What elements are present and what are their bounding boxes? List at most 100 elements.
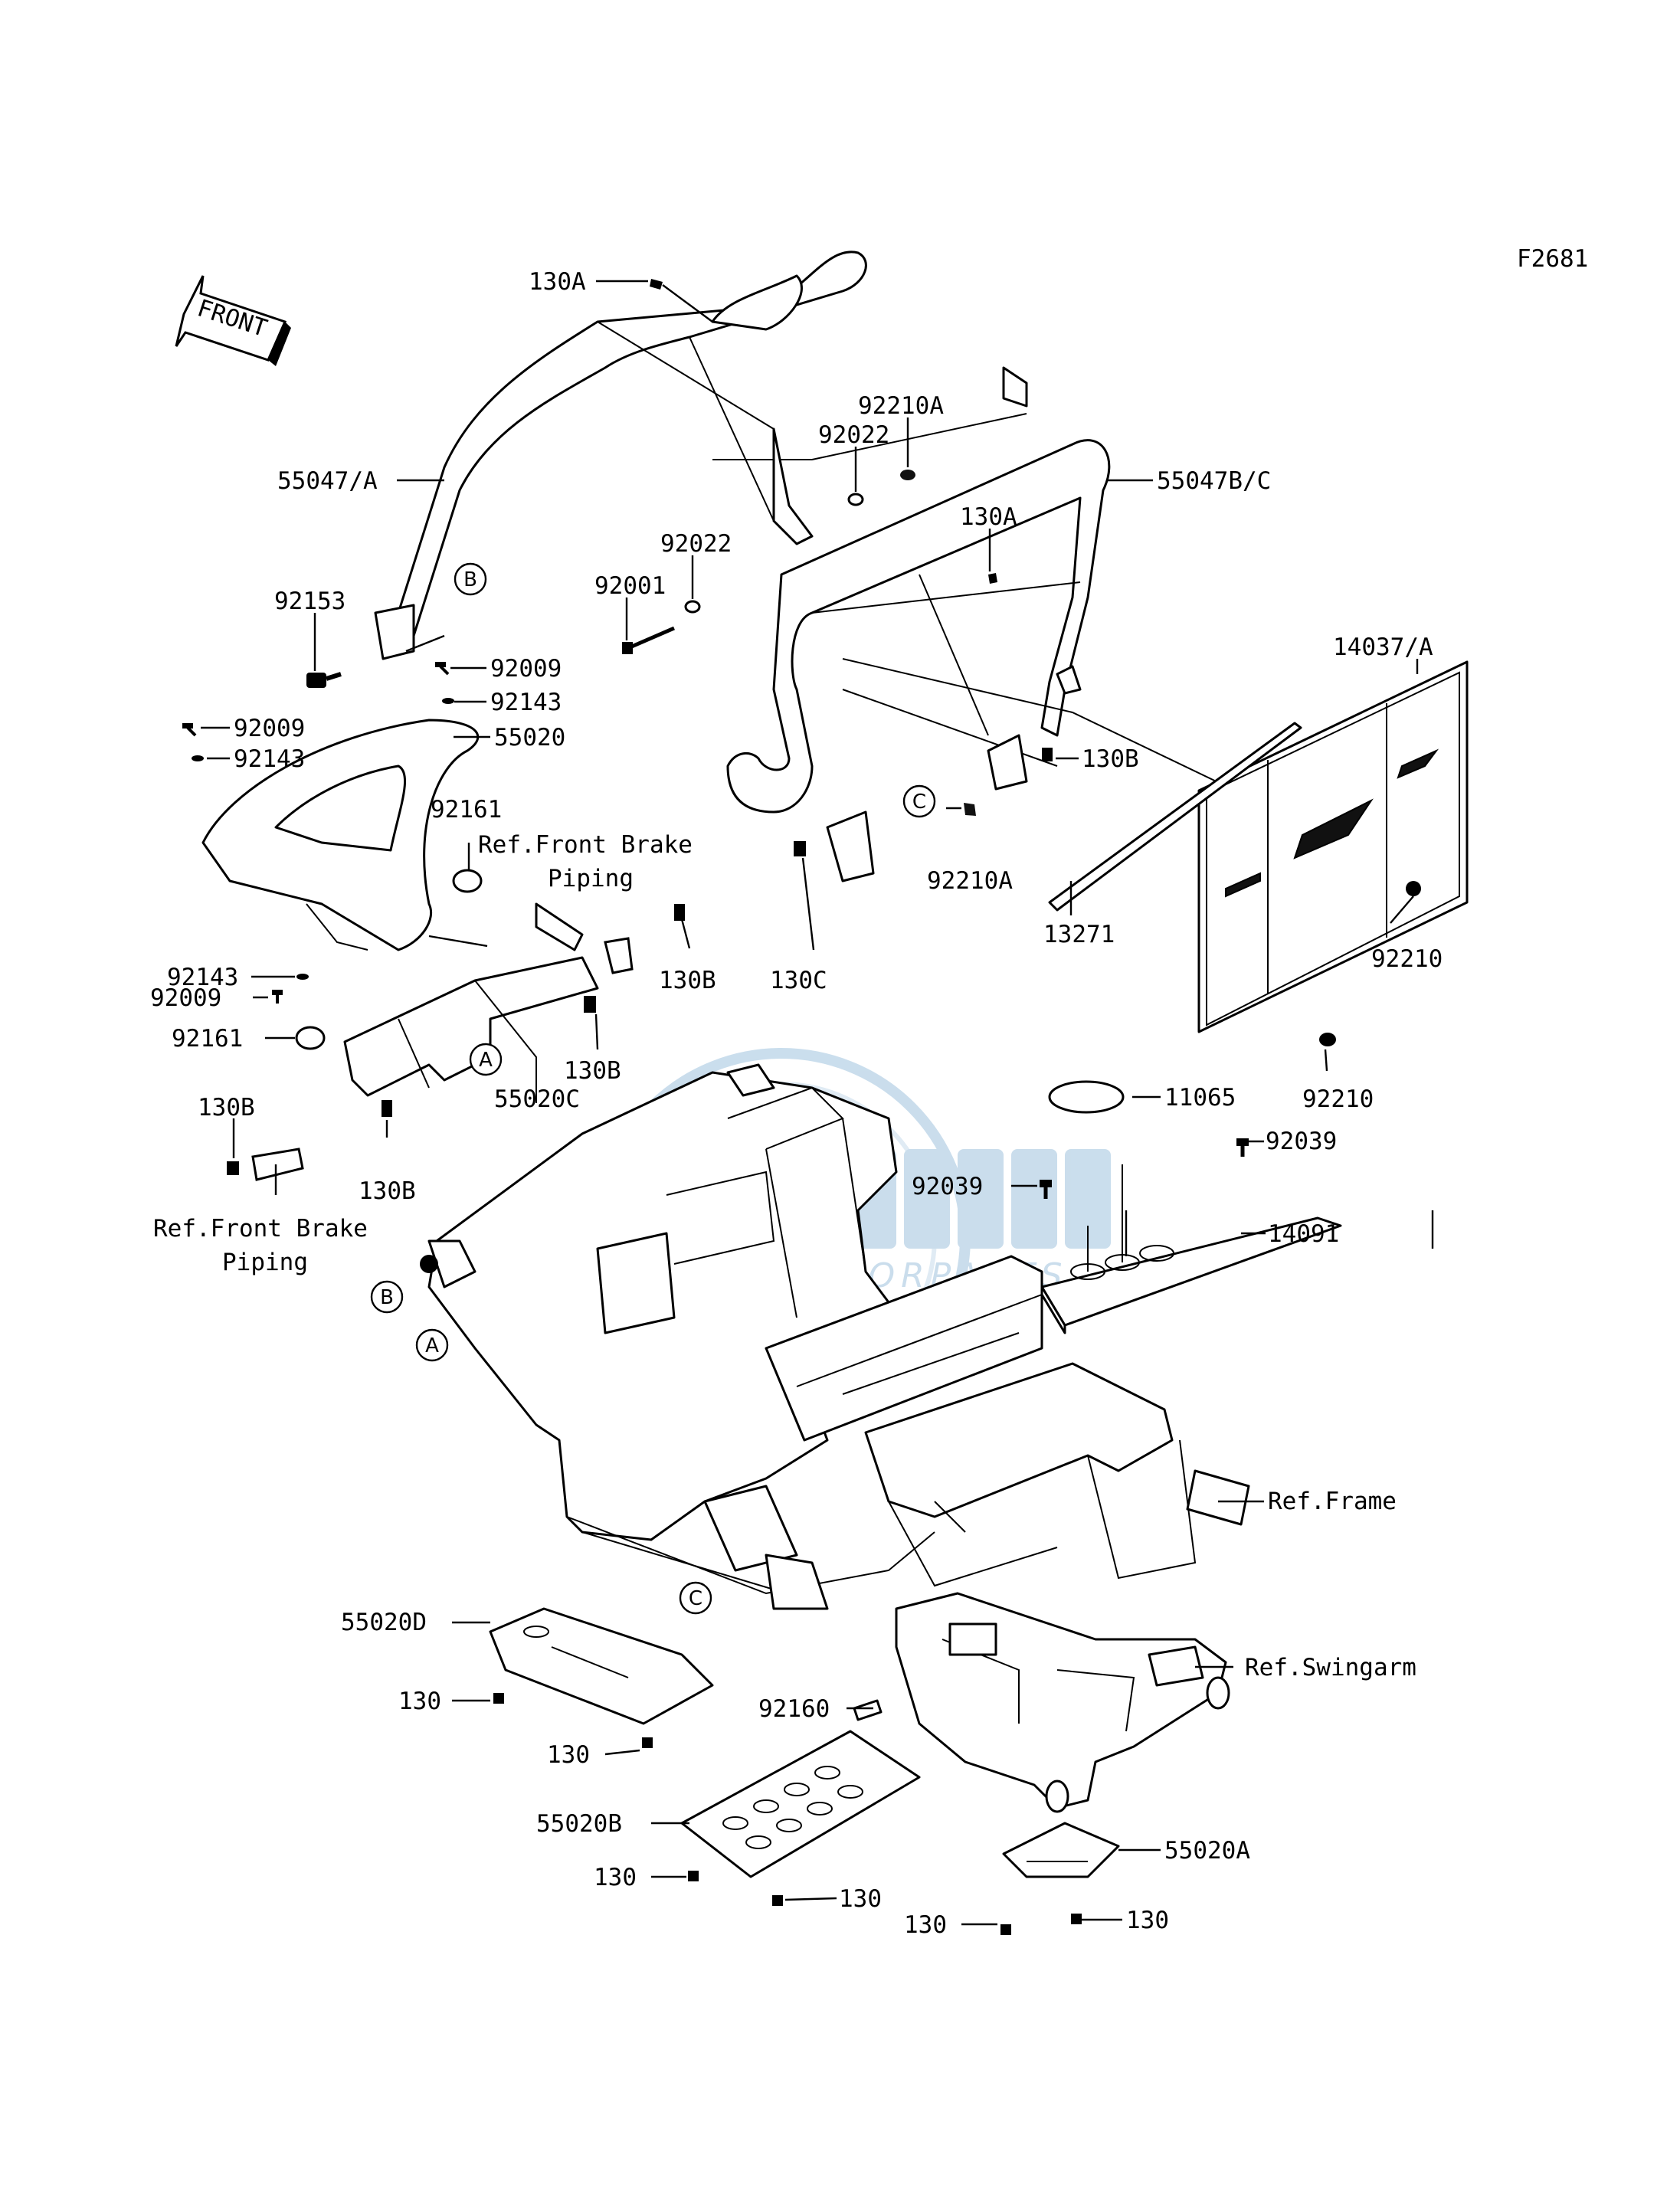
skid-plate-55020b bbox=[680, 1730, 921, 1878]
label-130b-left: 130B bbox=[198, 1094, 255, 1121]
bolt-130-c-icon bbox=[688, 1871, 699, 1881]
label-92009-a: 92009 bbox=[490, 655, 562, 683]
label-92210-b: 92210 bbox=[1302, 1085, 1374, 1113]
bolt-92153-icon bbox=[306, 672, 342, 688]
label-92143-c: 92143 bbox=[167, 964, 238, 991]
mesh-panel-14037a bbox=[1197, 660, 1469, 1033]
bolt-130c-icon bbox=[794, 841, 806, 856]
leader-lines bbox=[201, 280, 1434, 1926]
label-92143-a: 92143 bbox=[490, 689, 562, 716]
label-92161-top: 92161 bbox=[431, 796, 502, 823]
skid-plate-55020a bbox=[1002, 1822, 1120, 1878]
label-130-c: 130 bbox=[594, 1864, 637, 1891]
washer-92022-lower-icon bbox=[684, 600, 701, 614]
plate-92160 bbox=[853, 1699, 883, 1721]
front-bracket-55020c bbox=[343, 902, 599, 1103]
label-92039-b: 92039 bbox=[912, 1173, 983, 1200]
clip-92143-a-icon bbox=[442, 698, 454, 704]
bolt-130-f-icon bbox=[1071, 1914, 1082, 1924]
bolt-130b-left-icon bbox=[227, 1161, 239, 1175]
label-92009-c: 92009 bbox=[150, 984, 221, 1012]
screw-92009-b-icon bbox=[182, 723, 197, 737]
main-frame bbox=[420, 1063, 1250, 1610]
label-92210a-mid: 92210A bbox=[927, 867, 1013, 895]
floor-panel-14091 bbox=[1040, 1164, 1342, 1334]
cap-11065 bbox=[1048, 1080, 1125, 1114]
label-92210-a: 92210 bbox=[1371, 945, 1443, 973]
label-55020a: 55020A bbox=[1164, 1837, 1250, 1865]
ref-front-brake-lower-line1: Ref.Front Brake bbox=[153, 1215, 368, 1243]
skid-plate-55020d bbox=[489, 1607, 714, 1725]
callout-c-lower: C bbox=[679, 1581, 712, 1615]
callouts: B C A B A C bbox=[370, 562, 936, 1615]
callout-a-lower: A bbox=[415, 1328, 449, 1362]
lower-rack-55047bc bbox=[726, 439, 1456, 897]
label-130-b: 130 bbox=[547, 1741, 590, 1769]
grommet-92161-left-icon bbox=[295, 1026, 326, 1050]
svg-text:A: A bbox=[425, 1334, 439, 1357]
clamp-front-brake-lower-icon bbox=[251, 1148, 304, 1181]
label-130c: 130C bbox=[770, 967, 827, 994]
grommet-92161-top-icon bbox=[452, 869, 483, 893]
label-55047bc: 55047B/C bbox=[1157, 467, 1271, 495]
svg-text:C: C bbox=[689, 1587, 702, 1610]
bolt-130a-icon bbox=[650, 279, 663, 290]
label-130-a: 130 bbox=[398, 1688, 441, 1715]
bolt-92001-icon bbox=[622, 626, 675, 654]
svg-text:A: A bbox=[479, 1049, 493, 1072]
callout-b-lower: B bbox=[370, 1280, 404, 1314]
label-55020d: 55020D bbox=[341, 1609, 427, 1636]
label-130-e: 130 bbox=[904, 1911, 947, 1939]
label-92039-a: 92039 bbox=[1266, 1128, 1337, 1155]
bolt-130b-c-icon bbox=[584, 996, 596, 1013]
callout-a-upper: A bbox=[469, 1043, 503, 1076]
svg-text:C: C bbox=[912, 791, 926, 814]
ref-swingarm: Ref.Swingarm bbox=[1245, 1654, 1416, 1681]
label-92022-lower: 92022 bbox=[660, 530, 732, 558]
swingarm bbox=[895, 1592, 1230, 1813]
label-130a-mid: 130A bbox=[960, 503, 1017, 531]
label-92022-upper: 92022 bbox=[818, 421, 889, 449]
ref-front-brake-lower-line2: Piping bbox=[222, 1249, 308, 1276]
label-92161-left: 92161 bbox=[172, 1025, 243, 1053]
upper-rack-55047a bbox=[374, 250, 1028, 660]
bolt-130b-low-icon bbox=[382, 1100, 392, 1117]
label-92160: 92160 bbox=[758, 1695, 830, 1723]
bolt-130a-mid-icon bbox=[988, 573, 997, 584]
label-55020c: 55020C bbox=[494, 1085, 580, 1113]
ref-front-brake-upper-line1: Ref.Front Brake bbox=[478, 831, 693, 859]
bolt-130b-r-icon bbox=[1042, 748, 1053, 761]
clip-92143-b-icon bbox=[192, 755, 204, 761]
nut-92210-icon bbox=[1406, 881, 1421, 896]
label-92009-b: 92009 bbox=[234, 715, 305, 742]
label-92153: 92153 bbox=[274, 588, 345, 615]
callout-c-upper: C bbox=[902, 784, 936, 818]
front-cover-55020 bbox=[201, 719, 480, 951]
front-arrow-icon: FRONT bbox=[175, 275, 291, 366]
clamp-front-brake-upper-icon bbox=[604, 937, 634, 974]
label-92001: 92001 bbox=[594, 572, 666, 600]
collar-92210a-icon bbox=[900, 470, 915, 480]
rivet-92039-b-icon bbox=[1040, 1180, 1052, 1199]
label-55020b: 55020B bbox=[536, 1810, 622, 1838]
label-130b-mid: 130B bbox=[659, 967, 716, 994]
bolt-130-d-icon bbox=[772, 1895, 783, 1906]
label-55047a: 55047/A bbox=[277, 467, 378, 495]
rivet-92039-a-icon bbox=[1236, 1138, 1249, 1157]
clip-92143-c-icon bbox=[296, 974, 309, 980]
ref-frame: Ref.Frame bbox=[1268, 1488, 1397, 1515]
reference-labels: Ref.Front Brake Piping Ref.Front Brake P… bbox=[153, 831, 1416, 1681]
washer-92022-upper-icon bbox=[847, 493, 864, 506]
label-13271: 13271 bbox=[1043, 921, 1115, 948]
bolt-130-a-icon bbox=[493, 1693, 504, 1704]
label-92143-b: 92143 bbox=[234, 745, 305, 773]
label-130b-low: 130B bbox=[359, 1177, 416, 1205]
svg-text:B: B bbox=[463, 568, 477, 591]
nut-92210a-mid-icon bbox=[964, 803, 976, 816]
ref-front-brake-upper-line2: Piping bbox=[548, 865, 634, 892]
nut-92210-b-icon bbox=[1319, 1033, 1336, 1046]
label-130b-c: 130B bbox=[564, 1057, 621, 1085]
label-11065: 11065 bbox=[1164, 1084, 1236, 1112]
label-130-d: 130 bbox=[839, 1885, 882, 1913]
